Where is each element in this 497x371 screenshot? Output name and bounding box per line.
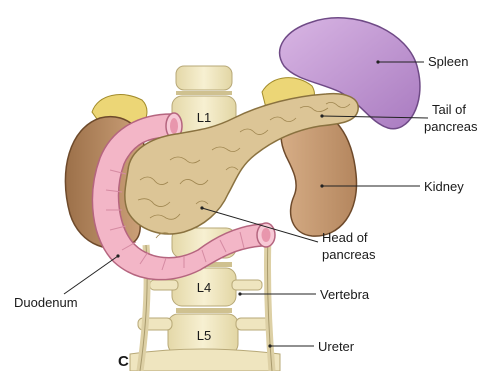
panel-letter: C <box>118 353 129 370</box>
vertebra-label-l4: L4 <box>197 280 211 295</box>
svg-text:Duodenum: Duodenum <box>14 295 78 310</box>
vertebra-label-l1: L1 <box>197 110 211 125</box>
svg-text:Spleen: Spleen <box>428 54 468 69</box>
label-duodenum: Duodenum <box>14 254 120 310</box>
svg-text:Tail of: Tail of <box>432 102 466 117</box>
vertebra-label-l5: L5 <box>197 328 211 343</box>
svg-text:Kidney: Kidney <box>424 179 464 194</box>
svg-text:pancreas: pancreas <box>322 247 376 262</box>
label-ureter: Ureter <box>268 339 354 354</box>
svg-text:Ureter: Ureter <box>318 339 355 354</box>
svg-text:pancreas: pancreas <box>424 119 478 134</box>
svg-text:Head of: Head of <box>322 230 368 245</box>
svg-text:Vertebra: Vertebra <box>320 287 370 302</box>
